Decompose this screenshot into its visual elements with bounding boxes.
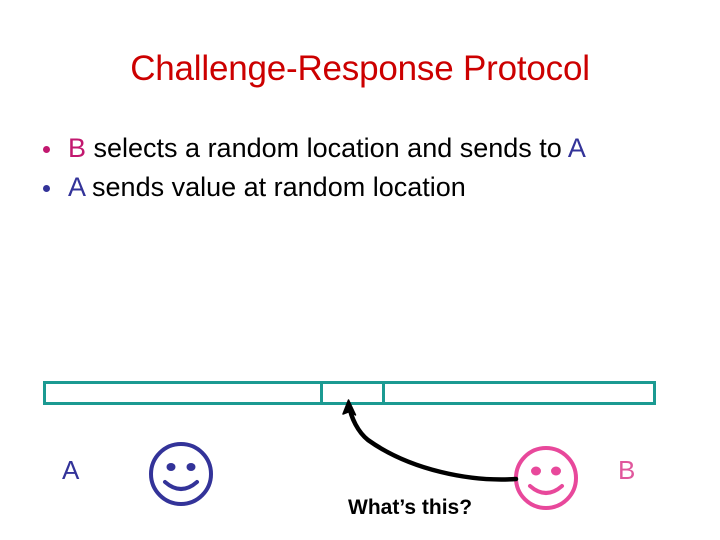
smiley-face-b-icon <box>514 446 578 510</box>
memory-cell-divider-right <box>382 384 385 402</box>
annotation-caption: What’s this? <box>348 496 473 519</box>
bullet-list: B selects a random location and sends to… <box>30 129 670 207</box>
memory-array-bar <box>43 381 656 405</box>
memory-cell-divider-left <box>320 384 323 402</box>
actor-label-a: A <box>62 455 80 485</box>
page-title: Challenge-Response Protocol <box>130 49 590 88</box>
smiley-face-a-icon <box>149 442 213 506</box>
actor-a-token-wrapped: A <box>567 133 586 163</box>
list-item: B selects a random location and sends to… <box>30 129 670 168</box>
actor-label-b: B <box>618 455 636 485</box>
list-item: A sends value at random location <box>30 168 670 207</box>
curved-arrow-icon <box>346 402 519 482</box>
actor-b-token: B <box>68 133 87 163</box>
actor-a-token: A <box>68 172 85 202</box>
bullet-text-2: sends value at random location <box>84 172 466 202</box>
bullet-dot-icon <box>43 185 50 192</box>
bullet-text-1: selects a random location and sends to <box>86 133 568 163</box>
bullet-dot-icon <box>43 146 50 153</box>
